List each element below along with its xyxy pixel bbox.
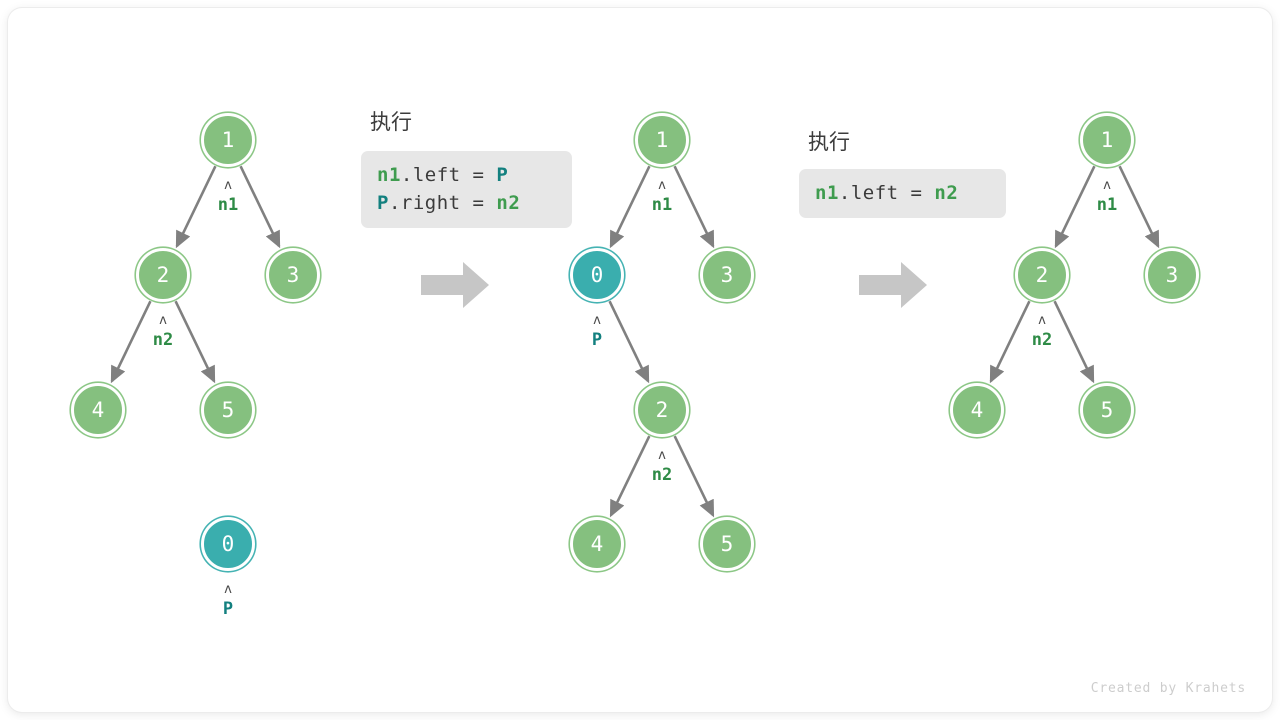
step-arrow-1 [421, 262, 489, 308]
tree-node-2: 2 [136, 248, 190, 302]
code-token: n2 [496, 192, 521, 214]
tree-edge [1053, 300, 1095, 384]
tree-node-5: 5 [700, 517, 754, 571]
tree-node-0: 0 [201, 517, 255, 571]
code-box-2: n1.left = n2 [799, 169, 1006, 218]
tree-edge [110, 300, 152, 384]
code-token: P [496, 164, 509, 186]
watermark: Created by Krahets [1090, 681, 1246, 696]
tree-edge [175, 165, 217, 249]
edge-group [110, 165, 1160, 518]
tree-edge [1118, 165, 1160, 249]
tree-node-5: 5 [1080, 383, 1134, 437]
code-token: n1 [815, 182, 839, 204]
code-line-1: n1.left = n2 [815, 179, 990, 207]
step-arrow-2 [859, 262, 927, 308]
code-line-2: P.right = n2 [377, 189, 556, 217]
tree-node-3: 3 [266, 248, 320, 302]
tree-node-4: 4 [71, 383, 125, 437]
tree-edge [239, 165, 281, 249]
tree-edge [989, 300, 1031, 384]
exec-label-1: 执行 [370, 110, 412, 134]
code-token: P [377, 192, 389, 214]
tree-node-1: 1 [201, 113, 255, 167]
code-token: .right = [388, 192, 497, 214]
code-token: n2 [934, 182, 959, 204]
tree-node-1: 1 [1080, 113, 1134, 167]
code-token: .left = [400, 164, 497, 186]
tree-node-5: 5 [201, 383, 255, 437]
tree-node-4: 4 [570, 517, 624, 571]
tree-edge [609, 435, 651, 518]
tree-node-0: 0 [570, 248, 624, 302]
tree-edge [174, 300, 216, 384]
tree-node-2: 2 [1015, 248, 1069, 302]
tree-edge [609, 165, 651, 249]
tree-edge [1054, 165, 1096, 249]
tree-edges-layer [110, 165, 1160, 518]
code-token: .left = [838, 182, 935, 204]
code-token: n1 [377, 164, 401, 186]
tree-node-4: 4 [950, 383, 1004, 437]
code-line-1: n1.left = P [377, 161, 556, 189]
tree-node-3: 3 [700, 248, 754, 302]
tree-node-2: 2 [635, 383, 689, 437]
tree-node-1: 1 [635, 113, 689, 167]
tree-node-3: 3 [1145, 248, 1199, 302]
tree-edge [673, 165, 715, 249]
tree-edge [608, 300, 650, 384]
tree-edge [673, 435, 715, 518]
exec-label-2: 执行 [808, 130, 850, 154]
